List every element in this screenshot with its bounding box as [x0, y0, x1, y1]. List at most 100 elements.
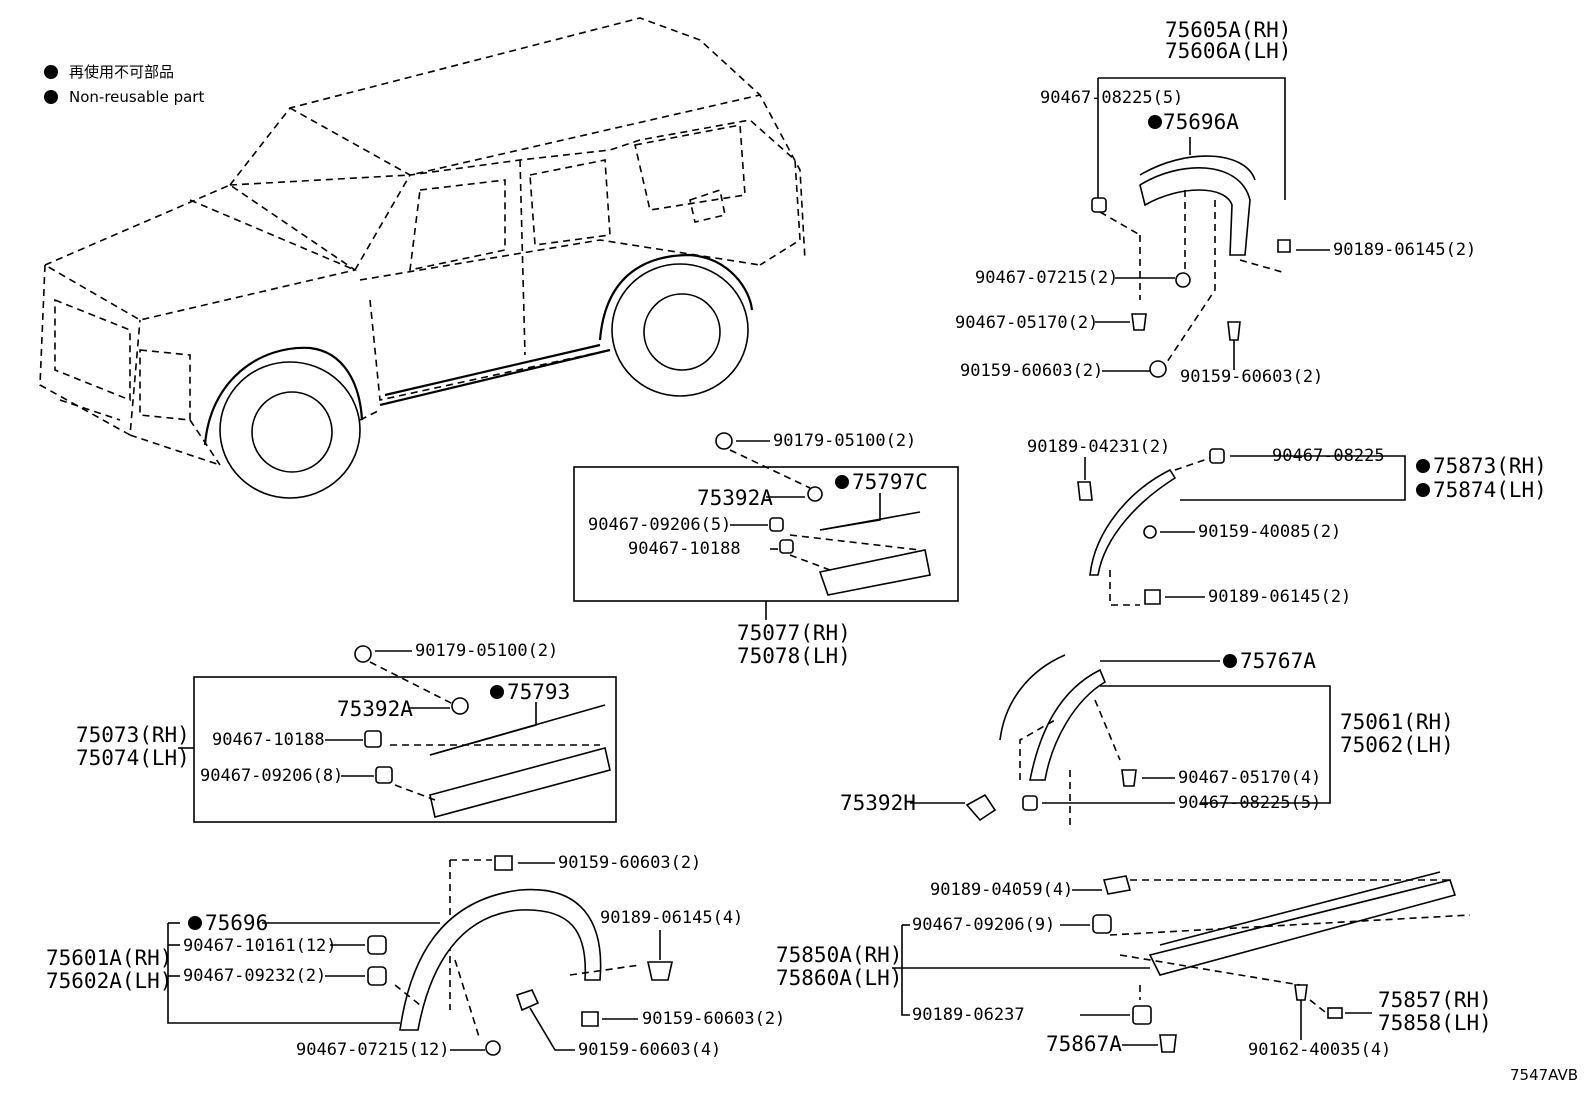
- legend: 再使用不可部品 Non-reusable part: [44, 63, 204, 106]
- rocker-panel-group: 90189-04059(4) 90467-09206(9) 75850A(RH)…: [776, 871, 1492, 1060]
- legend-line-1: 再使用不可部品: [69, 63, 174, 81]
- fastener-label: 90467-07215(2): [975, 268, 1118, 288]
- fastener-label: 90467-09206(9): [912, 915, 1055, 935]
- part-label-rh: 75601A(RH): [46, 946, 172, 970]
- clip-icon: [965, 793, 997, 822]
- screw-icon: [515, 989, 540, 1012]
- fastener-label: 90467-09232(2): [183, 966, 326, 986]
- diagram-id: 7547AVB: [1510, 1066, 1578, 1084]
- fastener-label: 90189-06145(2): [1208, 587, 1351, 607]
- part-label-lh: 75074(LH): [76, 746, 190, 770]
- clip-icon: [1132, 1005, 1152, 1025]
- non-reusable-dot-icon: [1416, 483, 1430, 497]
- fastener-label: 90179-05100(2): [773, 431, 916, 451]
- screw-icon: [1294, 984, 1308, 1001]
- clip-icon: [367, 966, 387, 986]
- front-flare-group: 90159-60603(2) 75696 75601A(RH) 75602A(L…: [46, 853, 785, 1060]
- front-door-moulding-group: 90179-05100(2) 75392A 75793 75073(RH) 75…: [76, 641, 617, 823]
- non-reusable-dot-icon: [188, 916, 202, 930]
- screw-icon: [1227, 321, 1241, 341]
- non-reusable-part-label: 75696A: [1163, 110, 1239, 134]
- non-reusable-dot-icon: [835, 475, 849, 489]
- clip-icon: [1121, 769, 1137, 787]
- part-label-rh: 75850A(RH): [776, 943, 902, 967]
- non-reusable-dot-icon: [44, 90, 58, 104]
- clip-label: 75392H: [840, 791, 916, 815]
- clip-icon: [1175, 272, 1191, 288]
- part-label-rh: 75061(RH): [1340, 710, 1454, 734]
- clip-icon: [1159, 1034, 1177, 1053]
- clip-icon: [1022, 795, 1038, 811]
- clip-icon: [451, 697, 469, 715]
- non-reusable-part-label-rh: 75873(RH): [1433, 454, 1547, 478]
- part-label-rh: 75857(RH): [1378, 988, 1492, 1012]
- fastener-label: 90159-60603(4): [578, 1040, 721, 1060]
- front-door-flare-group: 75767A 75061(RH) 75062(LH) 90467-05170(4…: [840, 649, 1454, 830]
- vehicle-illustration: [39, 17, 806, 499]
- clip-icon: [1077, 481, 1093, 501]
- fastener-label: 90159-60603(2): [558, 853, 701, 873]
- clip-icon: [779, 539, 794, 554]
- legend-line-2: Non-reusable part: [69, 88, 204, 106]
- clip-icon: [769, 517, 784, 532]
- screw-icon: [1149, 360, 1167, 378]
- screw-icon: [1143, 525, 1157, 539]
- screw-icon: [581, 1011, 599, 1027]
- part-label-rh: 75077(RH): [737, 621, 851, 645]
- bracket-label: 75867A: [1046, 1032, 1122, 1056]
- fastener-label: 90467-05170(4): [1178, 768, 1321, 788]
- clip-icon: [375, 766, 393, 784]
- fastener-label: 90189-04059(4): [930, 880, 1073, 900]
- part-label-lh: 75606A(LH): [1165, 39, 1291, 63]
- fastener-label: 90159-60603(2): [960, 361, 1103, 381]
- fastener-label: 90467-10188: [628, 539, 741, 559]
- fastener-label: 90467-09206(5): [588, 515, 731, 535]
- part-label-lh: 75062(LH): [1340, 733, 1454, 757]
- fastener-label: 90467-08225: [1272, 446, 1385, 466]
- fastener-label: 90159-60603(2): [1180, 367, 1323, 387]
- fastener-label: 90159-60603(2): [642, 1009, 785, 1029]
- end-cap-icon: [1327, 1007, 1343, 1019]
- clip-icon: [1209, 448, 1225, 464]
- non-reusable-part-label-lh: 75874(LH): [1433, 478, 1547, 502]
- clip-label: 75392A: [697, 486, 773, 510]
- clip-icon: [715, 432, 733, 450]
- clip-icon: [1092, 914, 1112, 934]
- fastener-label: 90467-08225(5): [1178, 793, 1321, 813]
- fastener-label: 90159-40085(2): [1198, 522, 1341, 542]
- rear-flare-group: 75605A(RH) 75606A(LH) 75696A 90467-08225…: [955, 18, 1476, 387]
- non-reusable-part-label: 75767A: [1240, 649, 1316, 673]
- fastener-label: 90467-10161(12): [183, 936, 337, 956]
- clip-label: 75392A: [337, 697, 413, 721]
- non-reusable-dot-icon: [490, 685, 504, 699]
- clip-icon: [364, 730, 382, 748]
- quarter-moulding-group: 90189-04231(2) 90467-08225 75873(RH) 758…: [1027, 437, 1547, 607]
- non-reusable-part-label: 75793: [507, 680, 570, 704]
- non-reusable-dot-icon: [1416, 459, 1430, 473]
- clip-icon: [1091, 197, 1107, 213]
- fastener-label: 90179-05100(2): [415, 641, 558, 661]
- non-reusable-dot-icon: [44, 65, 58, 79]
- clip-icon: [367, 935, 387, 955]
- non-reusable-dot-icon: [1223, 654, 1237, 668]
- screw-icon: [494, 855, 513, 871]
- clip-icon: [807, 486, 823, 502]
- callout-box: [193, 676, 617, 823]
- fastener-label: 90189-06145(2): [1333, 240, 1476, 260]
- clip-icon: [647, 961, 673, 981]
- fastener-label: 90467-05170(2): [955, 313, 1098, 333]
- non-reusable-part-label: 75696: [205, 911, 268, 935]
- non-reusable-part-label: 75797C: [852, 470, 928, 494]
- fastener-label: 90467-09206(8): [200, 766, 343, 786]
- clip-icon: [1131, 313, 1147, 331]
- fastener-label: 90189-04231(2): [1027, 437, 1170, 457]
- clip-icon: [485, 1040, 501, 1056]
- fastener-label: 90189-06145(4): [600, 908, 743, 928]
- part-label-lh: 75858(LH): [1378, 1011, 1492, 1035]
- part-label-lh: 75860A(LH): [776, 966, 902, 990]
- fastener-label: 90467-07215(12): [296, 1040, 450, 1060]
- part-label-rh: 75605A(RH): [1165, 18, 1291, 42]
- clip-icon: [354, 645, 372, 663]
- part-label-lh: 75078(LH): [737, 644, 851, 668]
